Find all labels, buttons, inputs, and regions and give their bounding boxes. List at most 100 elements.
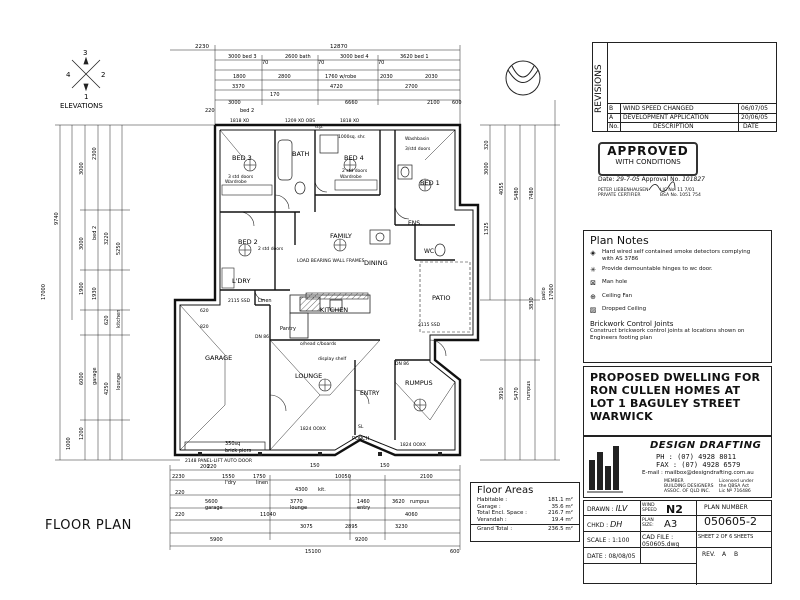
dim-r3-2700: 2700 [405, 84, 418, 90]
note-fan-text: Ceiling Fan [602, 293, 633, 299]
details-hline-1 [584, 515, 771, 516]
ann-door1: 3 std doors [228, 174, 254, 180]
approval-certifier: PETER LIEBENHAUSEN [598, 188, 649, 193]
dim-left-1930: 1930 [92, 287, 98, 300]
room-lounge: LOUNGE [295, 372, 322, 380]
dim-right-3830: 3830 [529, 297, 535, 310]
dim-b-600: 600 [450, 549, 460, 555]
smoke-detector-icon: ◈ [590, 249, 596, 257]
left-dim-labels: 9740 17000 3000 2300 3000 3220 5250 bed … [41, 147, 122, 450]
floor-area-row: Garage :35.6 m² [471, 504, 579, 511]
company-fax: FAX : (07) 4928 6579 [656, 461, 741, 469]
ann-wardrobe2: Wardrobe [340, 174, 362, 180]
dim-left-kitchen: kitchen [116, 310, 122, 328]
dim-top-bath: 2600 bath [285, 54, 311, 60]
rev-col-date: DATE [743, 123, 759, 130]
dim-right-7480: 7480 [529, 187, 535, 200]
dim-b-2230: 2230 [172, 474, 185, 480]
sheet-value: SHEET 2 OF 6 SHEETS [698, 534, 754, 540]
dim-b-entry: entry [357, 505, 370, 511]
wardrobes [221, 179, 378, 289]
ann-wash: Washbasin [405, 136, 429, 142]
ann-panel-door: 2148 PANEL-LIFT AUTO DOOR [185, 458, 252, 464]
room-bed2: BED 2 [238, 238, 258, 246]
room-rumpus: RUMPUS [405, 379, 433, 387]
dim-right-5480: 5480 [514, 187, 520, 200]
bath-fixtures [277, 134, 446, 257]
rev-col-desc: DESCRIPTION [653, 123, 694, 130]
dim-right-4055: 4055 [499, 182, 505, 195]
dim-r4-6660: 6660 [345, 100, 358, 106]
manhole-icon: ⊠ [590, 279, 596, 287]
area-total-label: Grand Total : [477, 526, 513, 532]
ann-door2: 2 std doors [342, 168, 368, 174]
dim-b-linen: linen [256, 480, 268, 486]
dim-b-rumpus: rumpus [410, 499, 429, 505]
dim-left-6000: 6000 [79, 372, 85, 385]
dim-b-11040: 11040 [260, 512, 276, 518]
dim-top-bed3: 3000 bed 3 [228, 54, 257, 60]
approval-no: 101827 [682, 176, 705, 183]
company-lic: Lic Nº 716486 [719, 489, 751, 494]
ann-dp: d.p. [315, 124, 324, 130]
elevation-compass [71, 56, 101, 92]
dim-b-15100: 15100 [305, 549, 321, 555]
dim-top-2230: 2230 [195, 44, 209, 50]
cad-value: 050605.dwg [642, 541, 680, 548]
dim-left-4250: 4250 [104, 382, 110, 395]
dim-left-2300: 2300 [92, 147, 98, 160]
brick-title: Brickwork Control Joints [590, 320, 674, 328]
dim-b-garage: garage [205, 505, 223, 511]
floor-area-row: Total Encl. Space :216.7 m² [471, 510, 579, 517]
dim-b-220b: 220 [175, 490, 185, 496]
room-bed4: BED 4 [344, 154, 364, 162]
dim-r2-wrobe: 1760 w/robe [325, 74, 356, 80]
details-hline-3 [584, 547, 771, 548]
area-total-value: 236.5 m² [547, 526, 573, 532]
note-manhole-text: Man hole [602, 279, 628, 285]
scale-label: SCALE : [587, 537, 611, 544]
dim-r4-600: 600 [452, 100, 462, 106]
wind-value: N2 [666, 503, 683, 516]
approved-box: APPROVED WITH CONDITIONS [598, 142, 698, 176]
note-hinges: ✳ Provide demountable hinges to wc door. [584, 266, 771, 274]
note-smoke: ◈ Hard wired self contained smoke detect… [584, 249, 771, 263]
dim-r3-3370: 3370 [232, 84, 245, 90]
patio-outline [419, 261, 471, 333]
chkd-value: DH [610, 520, 623, 529]
ann-head: o/head c/boards [300, 341, 337, 347]
dim-top-70c: 70 [378, 60, 384, 66]
floor-areas-box: Floor Areas Habitable :181.1 m² Garage :… [470, 482, 580, 542]
elev-num-2: 2 [101, 71, 105, 79]
dim-b-2895: 2895 [345, 524, 358, 530]
dim-r2-2800: 2800 [278, 74, 291, 80]
area-label-habitable: Habitable : [477, 497, 508, 503]
rev-row-b-date: 06/07/05 [741, 105, 768, 112]
room-patio: PATIO [432, 294, 450, 302]
dim-b-lounge: lounge [290, 505, 307, 511]
area-label-total-encl: Total Encl. Space : [477, 510, 527, 516]
dim-left-9740: 9740 [54, 212, 60, 225]
rev-divider-1 [607, 113, 777, 114]
dim-b-1750: 1750 [253, 474, 266, 480]
dim-b-3075: 3075 [300, 524, 313, 530]
dim-right-3000: 3000 [484, 162, 490, 175]
details-hline-4 [584, 563, 696, 564]
dim-right-320: 320 [484, 140, 490, 150]
ann-wardrobe1: Wardrobe [225, 179, 247, 185]
wind-label: WIND SPEED [642, 503, 657, 513]
bottom-dimension-lines [169, 465, 461, 550]
dim-b-220a: 220 [207, 464, 217, 470]
dim-left-17000: 17000 [41, 284, 47, 300]
drawn-label: DRAWN : [587, 506, 614, 513]
ann-load-bearing: LOAD BEARING WALL FRAMES [297, 258, 365, 264]
ann-n820: 820 [200, 324, 209, 330]
dim-left-1000: 1000 [66, 437, 72, 450]
project-line3: LOT 1 BAGULEY STREET [590, 397, 741, 410]
rev-col-no: No. [609, 123, 619, 130]
details-hline-2 [584, 531, 771, 532]
room-pantry: Pantry [280, 326, 296, 332]
bottom-dim-labels: 350sq brick piers 150 2230 220 1550 1750… [172, 441, 460, 555]
dim-b-1550: 1550 [222, 474, 235, 480]
dim-right-3910: 3910 [499, 387, 505, 400]
